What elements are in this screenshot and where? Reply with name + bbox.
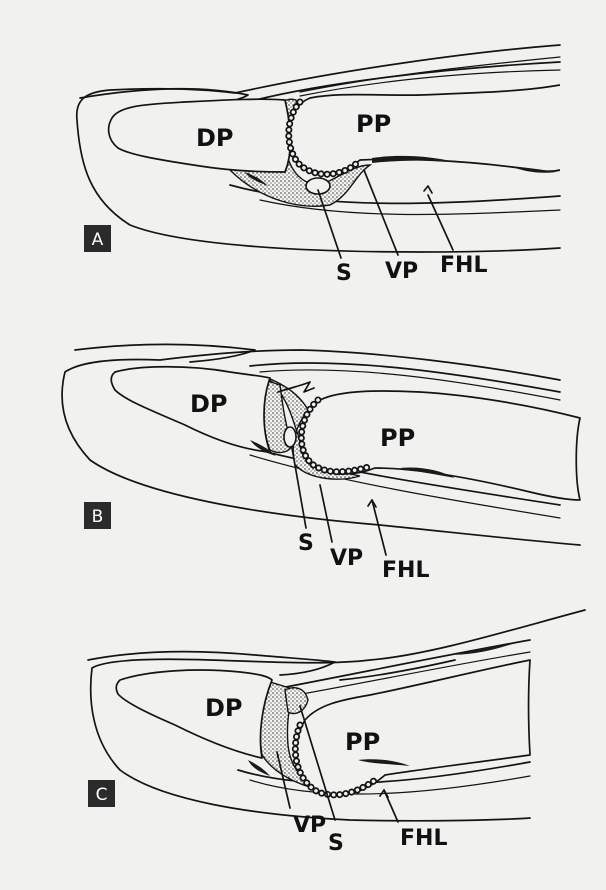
- label-s-c: S: [328, 831, 344, 856]
- label-s-a: S: [336, 261, 352, 286]
- label-fhl-b: FHL: [382, 558, 429, 583]
- panel-c-badge-text: C: [96, 785, 108, 805]
- panel-c: C DP PP VP S FHL: [88, 610, 585, 856]
- label-pp-b: PP: [380, 424, 415, 452]
- label-dp-b: DP: [190, 390, 228, 418]
- label-dp-c: DP: [205, 694, 243, 722]
- sesamoid: [284, 427, 296, 447]
- panel-a-badge-text: A: [92, 230, 104, 250]
- panel-b: B DP PP S VP FHL: [62, 344, 580, 583]
- label-pp-a: PP: [356, 110, 391, 138]
- label-pp-c: PP: [345, 728, 380, 756]
- label-s-b: S: [298, 531, 314, 556]
- proximal-phalanx: [300, 391, 580, 500]
- panel-b-badge-text: B: [92, 507, 104, 527]
- label-fhl-c: FHL: [400, 826, 447, 851]
- distal-phalanx: [116, 670, 272, 758]
- panel-a: A DP PP S VP FHL: [77, 45, 560, 286]
- label-vp-b: VP: [330, 546, 363, 571]
- label-vp-a: VP: [385, 259, 418, 284]
- proximal-phalanx: [297, 660, 530, 795]
- label-vp-c: VP: [293, 813, 326, 838]
- label-fhl-a: FHL: [440, 253, 487, 278]
- extensor-tendon: [250, 363, 560, 392]
- label-dp-a: DP: [196, 124, 234, 152]
